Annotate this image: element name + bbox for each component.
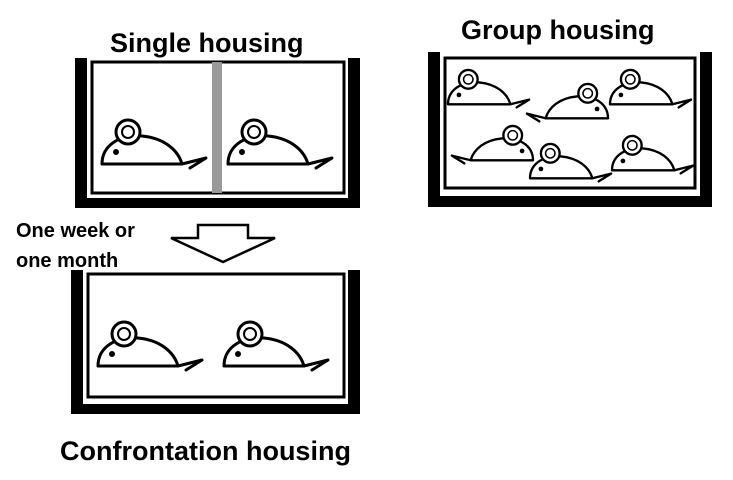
confrontation-housing-cage [71, 270, 360, 414]
cage-left-wall [71, 270, 83, 413]
cage-right-wall [348, 270, 360, 413]
group-housing-cage [428, 52, 712, 207]
cage-floor [428, 196, 712, 207]
transition-label-line1: One week or [16, 220, 135, 242]
transition-arrow [170, 223, 276, 264]
single-housing-cage [75, 58, 360, 208]
cage-right-wall [700, 52, 712, 207]
confrontation-housing-title: Confrontation housing [60, 436, 351, 466]
down-arrow-icon [170, 223, 276, 264]
transition-label-line2: one month [16, 250, 119, 272]
single-housing-title: Single housing [110, 28, 304, 58]
cage-inner-box [86, 272, 346, 399]
cage-floor [71, 404, 360, 414]
cage-left-wall [75, 58, 87, 208]
cage-divider [212, 62, 222, 193]
cage-right-wall [348, 58, 360, 208]
cage-floor [75, 198, 360, 208]
group-housing-title: Group housing [461, 15, 655, 45]
transition-duration-label: One week or one month [16, 216, 135, 276]
cage-left-wall [428, 52, 440, 207]
